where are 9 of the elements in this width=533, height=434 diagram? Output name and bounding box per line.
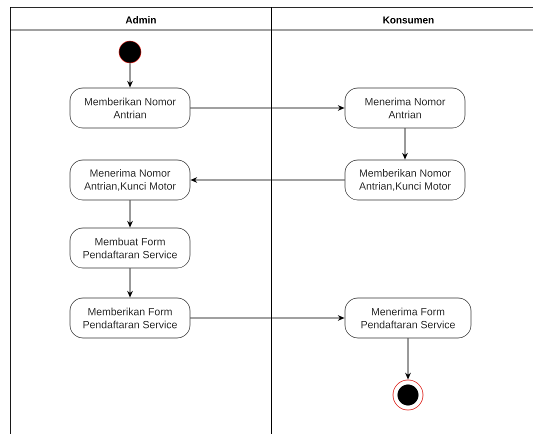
activity-box: Membuat Form Pendaftaran Service [70,228,190,268]
end-node [392,380,424,410]
start-node [118,40,142,64]
activity-box: Memberikan Nomor Antrian,Kunci Motor [344,160,466,200]
activity-box: Menerima Nomor Antrian [344,88,466,128]
activity-box: Menerima Form Pendaftaran Service [344,298,472,338]
activity-box: Menerima Nomor Antrian,Kunci Motor [70,160,190,200]
activity-box: Memberikan Nomor Antrian [70,88,190,128]
activity-box: Memberikan Form Pendaftaran Service [70,298,190,338]
